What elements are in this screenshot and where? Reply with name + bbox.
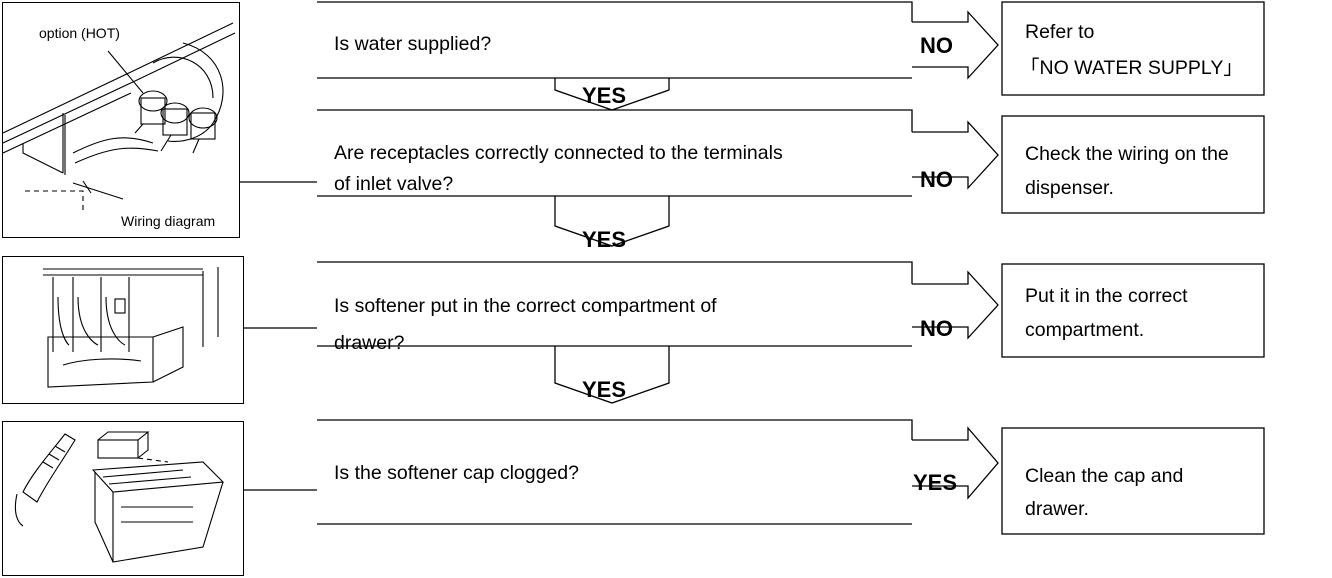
next-label-3: YES	[582, 377, 627, 402]
action-box-2	[1001, 115, 1265, 214]
action-2-line2: dispenser.	[1025, 177, 1114, 199]
branch-arrow-4	[912, 426, 999, 500]
next-label-1: YES	[582, 83, 627, 108]
drawer-drawing	[43, 267, 219, 388]
branch-arrow-3	[912, 270, 999, 340]
question-box-1	[317, 1, 913, 79]
question-3-line1: Is softener put in the correct compartme…	[334, 295, 717, 317]
action-1-line1: Refer to	[1025, 21, 1095, 43]
branch-label-1: NO	[920, 33, 953, 58]
down-arrow-2	[554, 196, 670, 247]
inlet-valve-illustration: option (HOT) Wiring diagram	[2, 2, 240, 238]
action-1-line2: 「NO WATER SUPPLY」	[1020, 57, 1243, 79]
option-hot-label: option (HOT)	[39, 25, 120, 41]
drawer-illustration	[2, 256, 244, 404]
branch-label-3: NO	[920, 316, 953, 341]
cap-cleaning-illustration	[2, 421, 244, 576]
next-label-2: YES	[582, 227, 627, 252]
question-3-line2: drawer?	[334, 332, 405, 354]
question-1-text: Is water supplied?	[334, 33, 492, 55]
branch-label-4: YES	[913, 470, 958, 495]
action-4-line2: drawer.	[1025, 498, 1089, 520]
wiring-diagram-label: Wiring diagram	[121, 213, 216, 229]
action-4-line1: Clean the cap and	[1025, 465, 1184, 487]
down-arrow-1	[554, 78, 670, 111]
branch-arrow-1	[912, 10, 999, 80]
inlet-valve-drawing	[3, 22, 236, 213]
question-2-line2: of inlet valve?	[334, 173, 454, 195]
action-box-4	[1001, 427, 1265, 535]
question-box-3	[317, 261, 913, 347]
action-box-1	[1001, 1, 1265, 96]
action-2-line1: Check the wiring on the	[1025, 143, 1229, 165]
question-box-2	[317, 109, 913, 197]
branch-label-2: NO	[920, 167, 953, 192]
question-2-line1: Are receptacles correctly connected to t…	[334, 142, 783, 164]
action-3-line2: compartment.	[1025, 319, 1145, 341]
down-arrow-3	[554, 346, 670, 404]
question-box-4	[317, 419, 913, 525]
branch-arrow-2	[912, 120, 999, 190]
question-4-text: Is the softener cap clogged?	[334, 462, 579, 484]
cap-cleaning-drawing	[14, 431, 225, 563]
action-3-line1: Put it in the correct	[1025, 285, 1188, 307]
action-box-3	[1001, 263, 1265, 358]
